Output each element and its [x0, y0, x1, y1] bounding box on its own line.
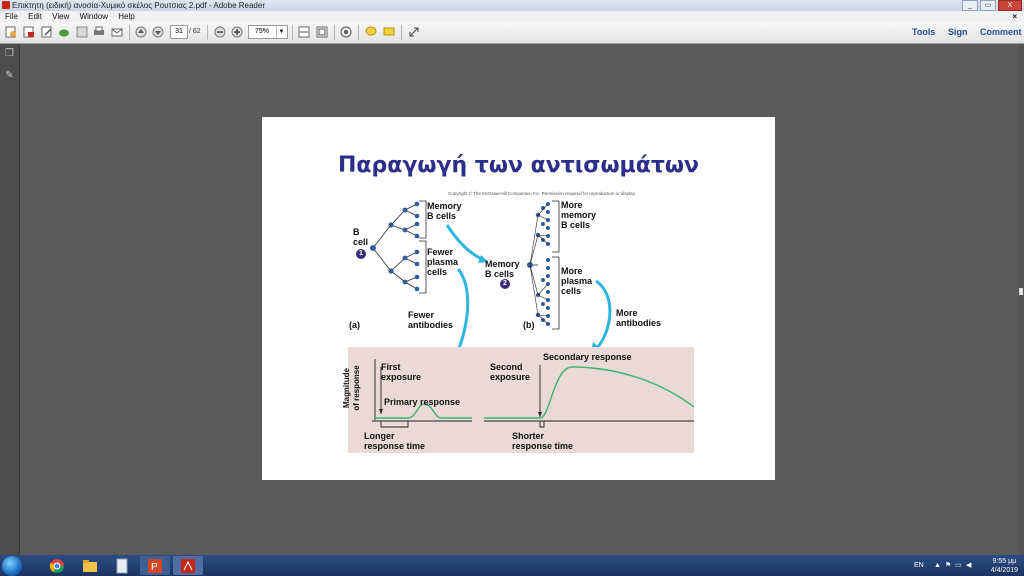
documents-icon[interactable] [107, 556, 137, 575]
step-one-label: 1 [359, 250, 363, 257]
secondary-response-label: Secondary response [543, 352, 632, 362]
tools-link[interactable]: Tools [912, 27, 936, 37]
more-antibodies-label: More antibodies [616, 308, 662, 328]
page-number-input[interactable]: 31 [170, 25, 188, 39]
svg-text:P: P [151, 562, 158, 573]
fit-page-icon[interactable] [315, 25, 329, 39]
panel-b-label: (b) [523, 320, 535, 330]
edit-icon[interactable] [40, 25, 54, 39]
create-pdf-icon[interactable] [4, 25, 18, 39]
clock[interactable]: 9:55 μμ 4/4/2019 [991, 557, 1018, 575]
zoom-select[interactable]: 75% ▼ [248, 25, 288, 39]
adobe-reader-icon [2, 1, 10, 9]
first-exposure-label: First exposure [381, 362, 422, 382]
open-file-icon[interactable] [22, 25, 36, 39]
chrome-icon[interactable] [42, 556, 72, 575]
sign-link[interactable]: Sign [948, 27, 968, 37]
slide-title: Παραγωγή των αντισωμάτων [337, 153, 700, 178]
memory-b-cells-label-mid: Memory B cells [485, 259, 520, 279]
close-button[interactable]: X [998, 0, 1022, 11]
more-plasma-cells-label: More plasma cells [561, 266, 593, 296]
menu-file[interactable]: File [5, 12, 18, 21]
menu-help[interactable]: Help [118, 12, 135, 21]
pages-icon[interactable]: ❐ [5, 48, 14, 59]
step-two-label: 2 [503, 280, 507, 287]
primary-response-label: Primary response [384, 397, 461, 407]
vertical-scrollbar[interactable] [1018, 44, 1024, 555]
attachment-icon[interactable]: ✎ [5, 70, 14, 81]
page-total: / 62 [189, 28, 201, 35]
highlight-icon[interactable] [382, 25, 396, 39]
graph-y-axis-label: Magnitude of response [342, 365, 361, 411]
navigation-pane: ❐ ✎ [0, 44, 20, 555]
maximize-button[interactable]: ▭ [980, 0, 996, 11]
clock-date: 4/4/2019 [990, 567, 1018, 574]
toolbar: 31 / 62 75% ▼ Tools Sign Comment [0, 22, 1024, 44]
window-title: Επικτητη (ειδική) ανοσία-Χυμικό σκέλος Ρ… [12, 1, 265, 10]
comment-icon[interactable] [364, 25, 378, 39]
cloud-icon[interactable] [57, 25, 71, 39]
start-button[interactable] [2, 556, 22, 576]
save-icon[interactable] [75, 25, 89, 39]
powerpoint-icon[interactable]: P [140, 556, 170, 575]
flag-icon[interactable]: ⚑ [945, 562, 952, 569]
expand-icon[interactable] [407, 25, 421, 39]
minimize-button[interactable]: _ [962, 0, 978, 11]
pdf-page: Παραγωγή των αντισωμάτων Copyright © The… [262, 117, 775, 480]
taskbar: P EN ▲ ⚑ ▭ ◀ 9:55 μμ 4/4/2019 [0, 555, 1024, 576]
chevron-down-icon[interactable]: ▼ [276, 26, 286, 38]
tray-arrow-icon[interactable]: ▲ [934, 562, 941, 569]
window-titlebar: Επικτητη (ειδική) ανοσία-Χυμικό σκέλος Ρ… [0, 0, 1024, 11]
memory-b-cells-label-a: Memory B cells [427, 201, 462, 221]
fit-width-icon[interactable] [297, 25, 311, 39]
antibody-production-figure [348, 200, 695, 453]
menu-edit[interactable]: Edit [28, 12, 42, 21]
b-cell-label: B cell [353, 227, 369, 247]
email-icon[interactable] [110, 25, 124, 39]
comment-link[interactable]: Comment [980, 27, 1022, 37]
next-page-icon[interactable] [151, 25, 165, 39]
zoom-value: 75% [255, 28, 270, 35]
zoom-out-icon[interactable] [213, 25, 227, 39]
longer-response-time-label: Longer response time [364, 431, 426, 451]
fewer-plasma-cells-label: Fewer plasma cells [427, 247, 459, 277]
volume-icon[interactable]: ◀ [966, 562, 972, 569]
copyright-note: Copyright © The McGraw-Hill Companies, I… [448, 191, 636, 196]
zoom-in-icon[interactable] [230, 25, 244, 39]
close-document-icon[interactable]: × [1012, 12, 1017, 21]
menu-view[interactable]: View [52, 12, 70, 21]
shorter-response-time-label: Shorter response time [512, 431, 574, 451]
read-mode-icon[interactable] [339, 25, 353, 39]
print-icon[interactable] [92, 25, 106, 39]
adobe-reader-taskbar-icon[interactable] [173, 556, 203, 575]
clock-time: 9:55 μμ [992, 558, 1017, 565]
language-indicator[interactable]: EN [914, 562, 924, 569]
panel-a-label: (a) [349, 320, 360, 330]
file-explorer-icon[interactable] [75, 556, 105, 575]
previous-page-icon[interactable] [134, 25, 148, 39]
more-memory-b-cells-label: More memory B cells [561, 200, 597, 230]
fewer-antibodies-label: Fewer antibodies [408, 310, 454, 330]
network-icon[interactable]: ▭ [955, 562, 962, 569]
menu-window[interactable]: Window [79, 12, 109, 21]
second-exposure-label: Second exposure [490, 362, 531, 382]
